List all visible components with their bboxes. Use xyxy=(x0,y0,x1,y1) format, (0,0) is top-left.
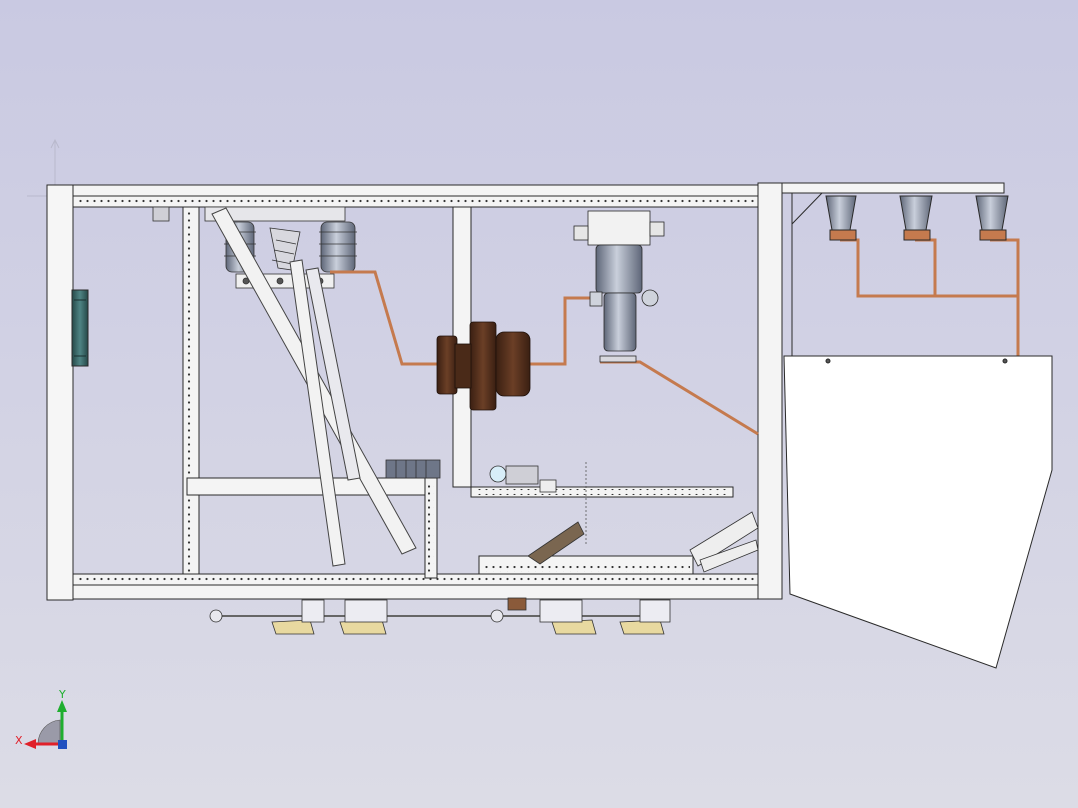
rod-vertical[interactable] xyxy=(289,259,346,567)
top-rail xyxy=(72,184,759,197)
open-front-cover[interactable] xyxy=(783,355,1053,669)
cable-bushings[interactable] xyxy=(825,195,1009,241)
operating-rods[interactable] xyxy=(211,207,417,567)
small-arrester[interactable] xyxy=(385,459,441,479)
indicator-lamp[interactable] xyxy=(489,465,507,483)
base-plate xyxy=(72,584,759,600)
triad-x-label: X xyxy=(15,734,23,747)
triad-y-label: Y xyxy=(58,688,66,701)
arrester-2[interactable] xyxy=(319,221,357,273)
truck-assembly[interactable] xyxy=(209,597,671,635)
axis-triad: Y X xyxy=(15,688,67,749)
spring-assembly[interactable] xyxy=(269,227,301,271)
voltage-transformer[interactable] xyxy=(573,210,665,363)
trip-lever[interactable] xyxy=(527,521,585,565)
right-post xyxy=(757,182,783,600)
left-door-panel[interactable] xyxy=(46,184,74,601)
cooling-fan[interactable] xyxy=(71,289,89,367)
cabinet-frame[interactable] xyxy=(46,182,783,601)
linkage-arm[interactable] xyxy=(689,511,759,567)
lower-devices[interactable] xyxy=(385,459,759,573)
current-transformer[interactable] xyxy=(436,321,531,411)
truck-handle-knob[interactable] xyxy=(209,609,223,623)
wheel-bracket xyxy=(271,619,665,635)
cable-compartment[interactable] xyxy=(781,182,1053,669)
cable-compartment-frame xyxy=(781,182,1005,194)
mid-shelf-left xyxy=(186,477,438,496)
